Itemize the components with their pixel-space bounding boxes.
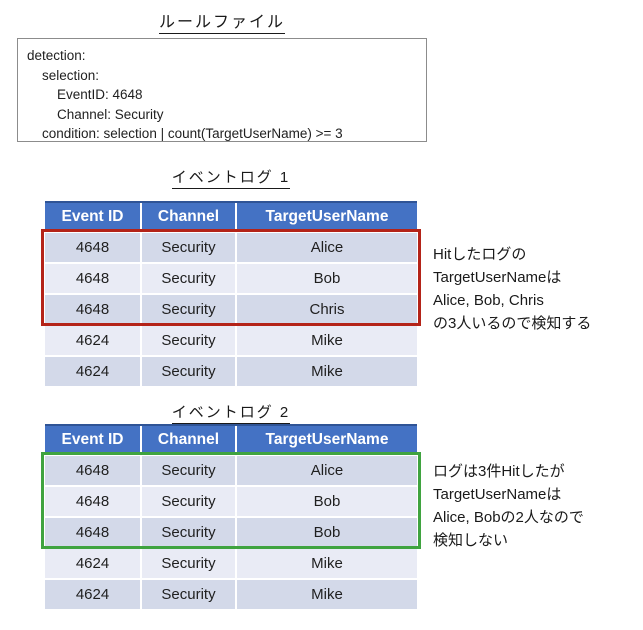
table-cell: 4624 <box>45 357 140 386</box>
table-cell: 4624 <box>45 580 140 609</box>
annotation-no-detect: ログは3件Hitしたが TargetUserNameは Alice, Bobの2… <box>433 463 584 549</box>
table-cell: Security <box>140 456 235 485</box>
table-cell: Mike <box>235 326 417 355</box>
table-cell: 4624 <box>45 326 140 355</box>
rule-code-line: EventID: 4648 <box>57 87 143 102</box>
table-cell: 4648 <box>45 295 140 324</box>
table-cell: 4624 <box>45 549 140 578</box>
table-cell: 4648 <box>45 487 140 516</box>
rule-code-line: Channel: Security <box>57 106 164 122</box>
table-cell: Alice <box>235 233 417 262</box>
event-log-2-title-text: イベントログ 2 <box>171 404 291 424</box>
table-cell: Mike <box>235 357 417 386</box>
table-cell: Bob <box>235 487 417 516</box>
table-cell: Security <box>140 357 235 386</box>
table-cell: Alice <box>235 456 417 485</box>
table-cell: Mike <box>235 549 417 578</box>
column-header: Event ID <box>61 431 124 448</box>
column-header: TargetUserName <box>235 203 417 231</box>
rule-code-line: detection: <box>27 48 86 63</box>
event-log-1-title: イベントログ 1 <box>45 166 417 189</box>
table-cell: Mike <box>235 580 417 609</box>
table-cell: Security <box>140 549 235 578</box>
annotation-detect: Hitしたログの TargetUserNameは Alice, Bob, Chr… <box>433 246 592 332</box>
table-cell: Security <box>140 580 235 609</box>
table-cell: Bob <box>235 264 417 293</box>
table-cell: Chris <box>235 295 417 324</box>
table-cell: Security <box>140 326 235 355</box>
rule-file-title-text: ルールファイル <box>158 14 285 34</box>
column-header: Channel <box>140 203 235 231</box>
rule-file-title: ルールファイル <box>17 8 427 34</box>
table-cell: 4648 <box>45 233 140 262</box>
rule-code-line: condition: selection | count(TargetUserN… <box>42 126 343 141</box>
table-cell: 4648 <box>45 456 140 485</box>
event-log-1-title-text: イベントログ 1 <box>171 169 291 189</box>
table-cell: Security <box>140 487 235 516</box>
table-cell: Security <box>140 233 235 262</box>
column-header: TargetUserName <box>235 426 417 454</box>
table-cell: 4648 <box>45 518 140 547</box>
column-header: Channel <box>140 426 235 454</box>
table-cell: Security <box>140 295 235 324</box>
event-log-2-title: イベントログ 2 <box>45 401 417 424</box>
column-header: Event ID <box>61 208 124 225</box>
table-cell: Bob <box>235 518 417 547</box>
table-cell: Security <box>140 264 235 293</box>
rule-code-line: selection: <box>42 67 100 83</box>
table-cell: 4648 <box>45 264 140 293</box>
table-cell: Security <box>140 518 235 547</box>
